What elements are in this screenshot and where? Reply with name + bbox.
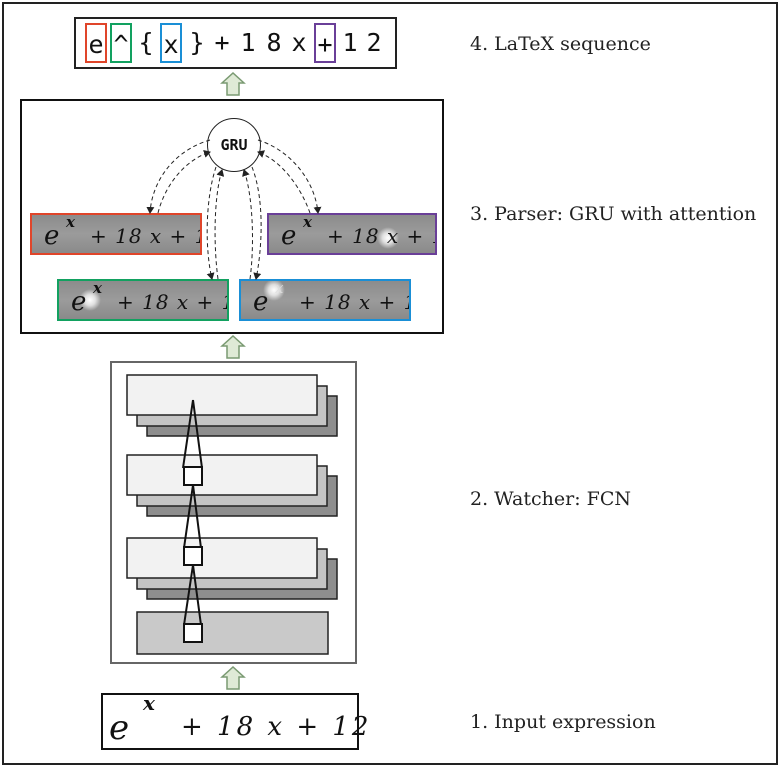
- attention-map-caret: ex+ 18 x + 12: [57, 279, 229, 321]
- latex-sequence-box: e ^ { x } + 1 8 x + 1 2: [74, 17, 397, 69]
- token-8: 8: [266, 28, 282, 57]
- token-2: 2: [366, 28, 382, 57]
- receptive-cell-2: [183, 546, 203, 566]
- token-open-brace: {: [138, 28, 154, 57]
- receptive-cell-1: [183, 466, 203, 486]
- token-close-brace: }: [189, 28, 205, 57]
- token-plus2: +: [314, 23, 336, 63]
- label-input: 1. Input expression: [470, 711, 656, 733]
- up-arrow-parser-latex: [220, 71, 246, 96]
- fcn-layer-group-1: [126, 374, 338, 437]
- token-x2: x: [291, 28, 307, 57]
- fcn-layer-group-2: [126, 454, 338, 517]
- attention-links: [146, 139, 322, 280]
- gru-node: GRU: [207, 118, 261, 172]
- token-e: e: [85, 23, 107, 63]
- receptive-cell-3: [183, 623, 203, 643]
- token-1: 1: [240, 28, 256, 57]
- up-arrow-input-watcher: [220, 665, 246, 690]
- attention-map-e: ex+ 18 x + 12: [30, 213, 202, 255]
- token-x: x: [160, 23, 182, 63]
- receptive-field: [182, 399, 203, 626]
- up-arrow-watcher-parser: [220, 334, 246, 359]
- token-1b: 1: [342, 28, 358, 57]
- token-plus: +: [214, 28, 230, 57]
- label-watcher: 2. Watcher: FCN: [470, 488, 631, 510]
- attention-map-x: ex+ 18 x + 12: [239, 279, 411, 321]
- flow-arrows: [220, 71, 246, 690]
- attention-map-plus: ex+ 18 x + 12: [267, 213, 437, 255]
- token-caret: ^: [110, 23, 132, 63]
- label-latex-sequence: 4. LaTeX sequence: [470, 33, 651, 55]
- fcn-layer-group-3: [126, 537, 338, 600]
- label-parser: 3. Parser: GRU with attention: [470, 203, 757, 225]
- fcn-base-layer: [136, 611, 329, 655]
